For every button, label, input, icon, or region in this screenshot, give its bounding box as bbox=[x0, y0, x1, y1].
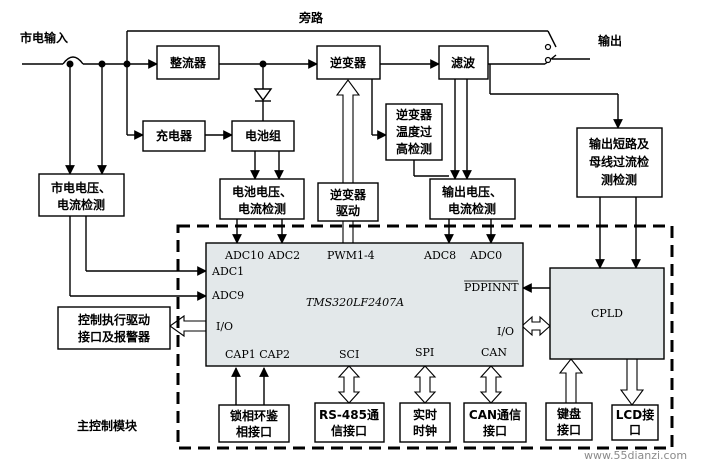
actuator-line1: 控制执行驱动 bbox=[78, 312, 150, 327]
pin-adc10: ADC10 bbox=[224, 249, 264, 262]
output-detect-box: 输出电压、 电流检测 bbox=[429, 178, 516, 220]
rtc-line1: 实时 bbox=[413, 407, 437, 422]
pin-adc8: ADC8 bbox=[423, 249, 456, 262]
keyboard-box: 键盘 接口 bbox=[545, 402, 593, 441]
dsp-name: TMS320LF2407A bbox=[306, 296, 404, 309]
inverter-temp-line2: 温度过 bbox=[396, 124, 432, 139]
pin-sci: SCI bbox=[339, 348, 359, 361]
rtc-line2: 时钟 bbox=[413, 423, 437, 438]
lcd-line1: LCD接 bbox=[616, 407, 654, 422]
charger-box: 充电器 bbox=[142, 120, 206, 152]
short-circuit-box: 输出短路及 母线过流检 测检测 bbox=[576, 127, 663, 198]
short-circuit-line1: 输出短路及 bbox=[589, 136, 650, 151]
pin-adc0: ADC0 bbox=[469, 249, 502, 262]
pin-io-left: I/O bbox=[216, 320, 233, 333]
inverter-drive-line1: 逆变器 bbox=[330, 187, 367, 202]
rs485-line1: RS-485通 bbox=[319, 407, 379, 422]
output-detect-line2: 电流检测 bbox=[448, 201, 496, 216]
pll-box: 锁相环鉴 相接口 bbox=[218, 404, 290, 443]
charger-label: 充电器 bbox=[156, 128, 193, 143]
battery-detect-box: 电池电压、 电流检测 bbox=[219, 178, 305, 220]
rectifier-label: 整流器 bbox=[169, 55, 207, 70]
pin-spi: SPI bbox=[415, 346, 434, 359]
pin-pwm: PWM1-4 bbox=[327, 249, 375, 262]
filter-box: 滤波 bbox=[438, 45, 489, 80]
mains-detect-line2: 电流检测 bbox=[57, 197, 105, 212]
filter-label: 滤波 bbox=[451, 55, 476, 70]
inverter-box: 逆变器 bbox=[316, 45, 381, 80]
cpld-label: CPLD bbox=[591, 307, 623, 320]
pin-cap: CAP1 CAP2 bbox=[225, 348, 290, 361]
inverter-drive-line2: 驱动 bbox=[336, 204, 360, 218]
power-path-lines bbox=[22, 30, 623, 180]
pll-line1: 锁相环鉴 bbox=[230, 408, 279, 423]
can-interface-line2: 接口 bbox=[483, 423, 507, 438]
pin-adc1: ADC1 bbox=[211, 265, 244, 278]
bypass-label: 旁路 bbox=[298, 10, 324, 25]
battery-detect-line2: 电流检测 bbox=[238, 201, 286, 216]
signal-lines bbox=[69, 160, 641, 405]
pin-adc2: ADC2 bbox=[267, 249, 300, 262]
actuator-box: 控制执行驱动 接口及报警器 bbox=[57, 306, 171, 350]
short-circuit-line3: 测检测 bbox=[601, 172, 637, 187]
inverter-temp-line3: 高检测 bbox=[396, 141, 432, 156]
keyboard-line2: 接口 bbox=[557, 422, 581, 437]
lcd-box: LCD接 口 bbox=[611, 404, 659, 441]
watermark: www.55dianzi.com bbox=[584, 449, 687, 462]
battery-pack-box: 电池组 bbox=[231, 120, 295, 152]
battery-pack-label: 电池组 bbox=[245, 128, 281, 143]
mains-detect-box: 市电电压、 电流检测 bbox=[38, 173, 125, 217]
pin-pdpint: PDPINNT bbox=[464, 281, 519, 294]
can-interface-box: CAN通信 接口 bbox=[463, 402, 527, 443]
inverter-drive-box: 逆变器 驱动 bbox=[317, 182, 379, 222]
output-detect-line1: 输出电压、 bbox=[442, 184, 502, 199]
short-circuit-line2: 母线过流检 bbox=[589, 154, 649, 169]
battery-detect-line1: 电池电压、 bbox=[232, 184, 292, 199]
pin-io-right: I/O bbox=[497, 325, 514, 338]
output-label: 输出 bbox=[598, 33, 622, 48]
pin-adc9: ADC9 bbox=[211, 289, 244, 302]
pll-line2: 相接口 bbox=[236, 424, 272, 439]
rectifier-box: 整流器 bbox=[156, 45, 220, 80]
mains-input-label: 市电输入 bbox=[20, 30, 68, 45]
cpld-chip: CPLD bbox=[549, 267, 665, 360]
pin-can: CAN bbox=[481, 346, 507, 359]
rs485-line2: 信接口 bbox=[331, 423, 367, 438]
bus-arrows bbox=[169, 79, 645, 406]
inverter-temp-box: 逆变器 温度过 高检测 bbox=[385, 103, 443, 161]
inverter-label: 逆变器 bbox=[330, 55, 367, 70]
mains-detect-line1: 市电电压、 bbox=[51, 180, 111, 195]
rtc-box: 实时 时钟 bbox=[399, 402, 451, 443]
rs485-box: RS-485通 信接口 bbox=[314, 402, 385, 443]
main-control-module-border bbox=[176, 224, 674, 450]
main-module-label: 主控制模块 bbox=[77, 418, 138, 433]
junction-dots bbox=[66, 43, 552, 68]
keyboard-line1: 键盘 bbox=[556, 406, 581, 421]
lcd-line2: 口 bbox=[629, 423, 641, 437]
dsp-chip: ADC10 ADC2 PWM1-4 ADC8 ADC0 ADC1 ADC9 PD… bbox=[205, 242, 524, 367]
inverter-temp-line1: 逆变器 bbox=[396, 107, 433, 122]
can-interface-line1: CAN通信 bbox=[469, 407, 521, 422]
actuator-line2: 接口及报警器 bbox=[78, 329, 151, 344]
